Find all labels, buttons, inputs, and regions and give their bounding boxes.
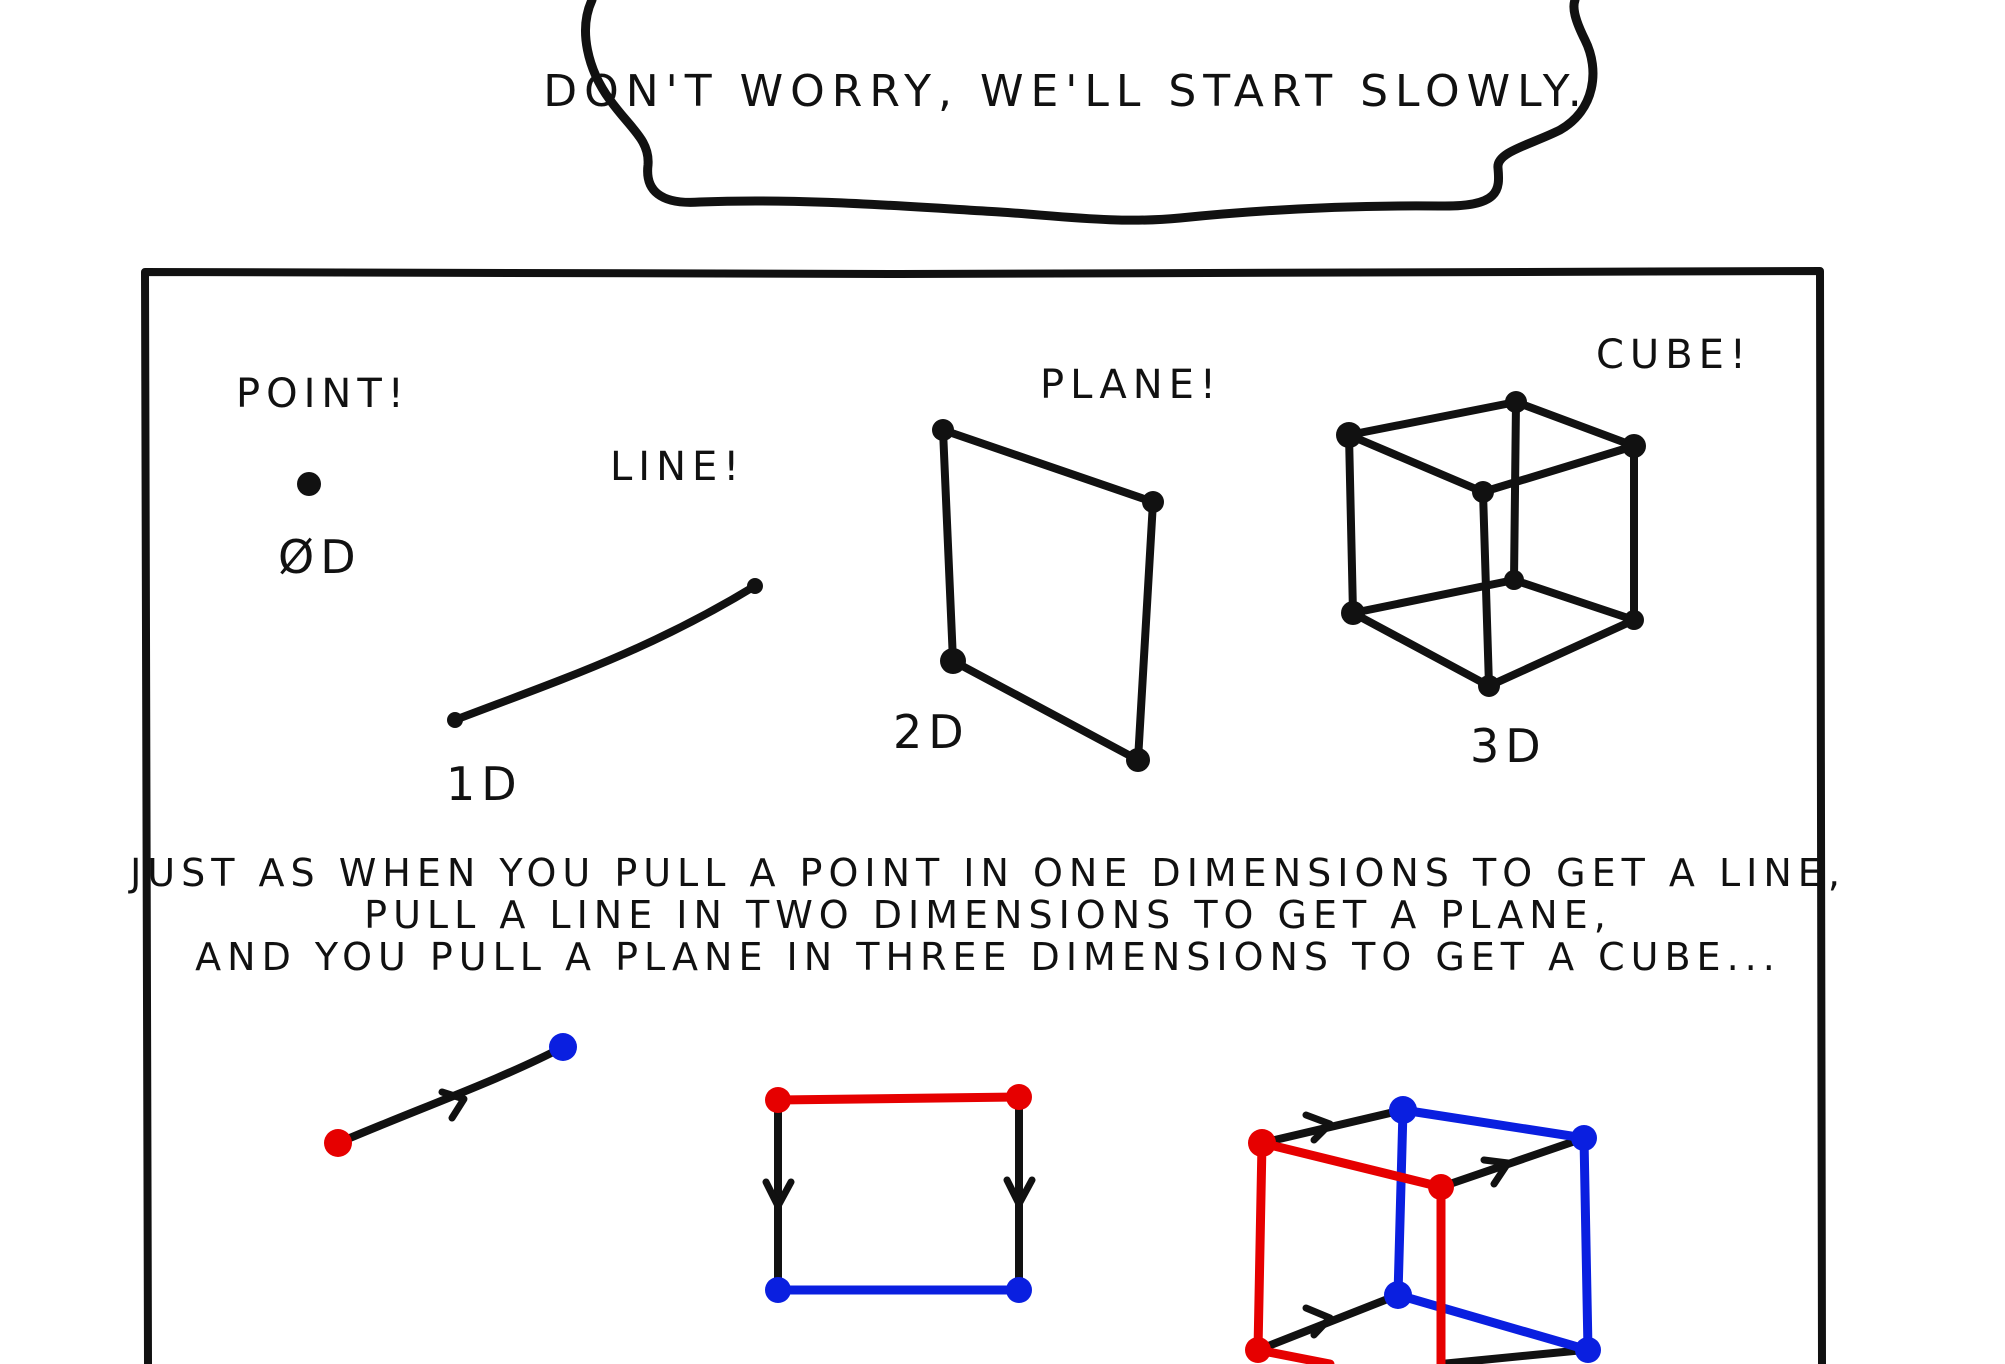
explanation-line-3: AND YOU PULL A PLANE IN THREE DIMENSIONS… [195,935,1781,979]
pulled-line-figure [324,1033,577,1157]
direction-arrow-icon [762,1178,795,1210]
label-line: LINE! [610,444,745,490]
speech-bubble-outline [581,0,1598,225]
direction-arrow-icon [1003,1176,1036,1208]
end-vertex [1571,1125,1597,1151]
explanation-line-1: JUST AS WHEN YOU PULL A POINT IN ONE DIM… [128,851,1846,895]
end-vertex [1384,1281,1412,1309]
label-0d: ØD [278,530,362,584]
speech-bubble-text: DON'T WORRY, WE'LL START SLOWLY. [543,66,1588,117]
end-vertex [1006,1277,1032,1303]
plane-figure [932,419,1164,772]
end-vertex [1389,1096,1417,1124]
label-2d: 2D [893,705,970,759]
pulled-cube-figure [1245,1096,1601,1364]
start-vertex [1428,1174,1454,1200]
panel-frame [141,267,1826,1364]
direction-arrow-icon [1302,1304,1334,1339]
end-vertex [1575,1337,1601,1363]
cube-figure [1336,391,1646,697]
start-vertex [1006,1084,1032,1110]
label-cube: CUBE! [1596,332,1752,378]
end-vertex [765,1277,791,1303]
line-figure [447,578,763,728]
direction-arrow-icon [1480,1156,1512,1188]
start-vertex [765,1087,791,1113]
label-plane: PLANE! [1040,362,1222,408]
direction-arrow-icon [1302,1111,1334,1144]
label-1d: 1D [446,757,523,811]
explanation-line-2: PULL A LINE IN TWO DIMENSIONS TO GET A P… [364,893,1612,937]
label-3d: 3D [1470,719,1547,773]
start-vertex [1245,1337,1271,1363]
point-vertex-icon [297,472,321,496]
start-vertex [324,1129,352,1157]
start-vertex [1248,1129,1276,1157]
label-point: POINT! [236,371,410,417]
end-vertex [549,1033,577,1061]
speech-bubble: DON'T WORRY, WE'LL START SLOWLY. [543,0,1598,225]
pulled-plane-figure [762,1084,1036,1303]
direction-arrow-icon [438,1088,468,1122]
